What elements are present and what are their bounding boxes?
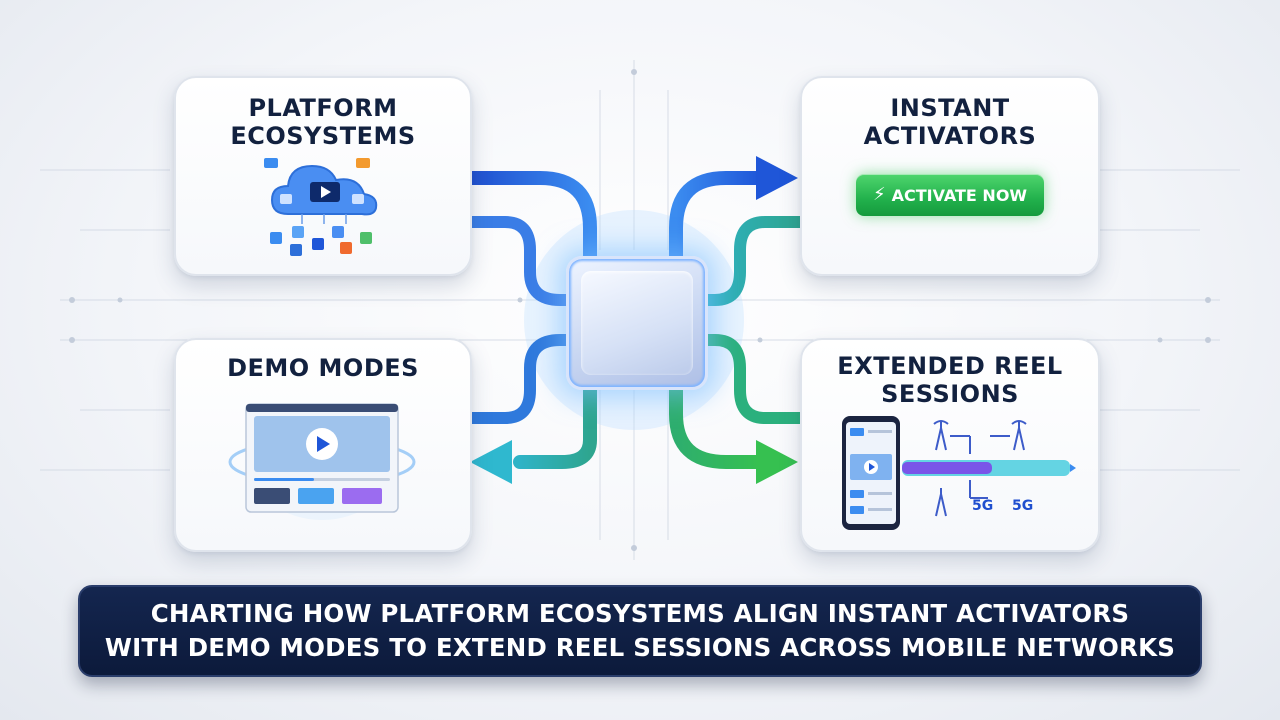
extended-reel-sessions-card: EXTENDED REEL SESSIONS 5G 5G xyxy=(800,338,1100,552)
arrowhead-extended xyxy=(756,440,798,484)
cloud-ecosystem-icon xyxy=(264,158,378,256)
platform-ecosystems-card: PLATFORM ECOSYSTEMS xyxy=(174,76,472,276)
caption-line-2: WITH DEMO MODES TO EXTEND REEL SESSIONS … xyxy=(104,633,1176,662)
mobile-network-illustration: 5G 5G xyxy=(842,416,1076,530)
flow-hub-to-demo-outer xyxy=(513,377,597,469)
lightning-bolt-icon: ⚡ xyxy=(872,184,886,205)
flow-platform-to-hub-outer xyxy=(463,171,597,263)
network-label-5g-1: 5G xyxy=(972,498,993,514)
flow-platform-to-hub-inner xyxy=(464,216,578,306)
network-label-5g-2: 5G xyxy=(1012,498,1033,514)
flow-hub-to-instant-outer xyxy=(669,171,767,263)
flow-hub-to-demo-inner xyxy=(464,334,578,424)
video-player-demo-icon xyxy=(228,403,416,520)
instant-activators-card: INSTANT ACTIVATORS ⚡ ACTIVATE NOW xyxy=(800,76,1100,276)
flow-hub-to-extended-outer xyxy=(669,377,767,469)
arrowhead-left xyxy=(470,440,512,484)
caption-line-1: CHARTING HOW PLATFORM ECOSYSTEMS ALIGN I… xyxy=(150,599,1130,628)
signal-tower-icon xyxy=(933,420,1027,517)
activate-now-label: ACTIVATE NOW xyxy=(891,185,1028,205)
grid-lines xyxy=(40,60,1240,560)
demo-modes-card: DEMO MODES xyxy=(174,338,472,552)
instant-activators-title: INSTANT ACTIVATORS xyxy=(863,94,1037,150)
arrowhead-instant xyxy=(756,156,798,200)
caption-banner: CHARTING HOW PLATFORM ECOSYSTEMS ALIGN I… xyxy=(78,585,1202,677)
central-hub xyxy=(566,256,708,390)
demo-modes-title: DEMO MODES xyxy=(227,354,419,382)
activate-now-button[interactable]: ⚡ ACTIVATE NOW xyxy=(856,174,1044,216)
hub-glass-panel xyxy=(581,271,693,375)
flow-hub-to-instant-inner xyxy=(694,216,806,306)
flow-hub-to-extended-inner xyxy=(694,334,806,424)
extended-reel-sessions-title: EXTENDED REEL SESSIONS xyxy=(837,352,1063,408)
platform-ecosystems-title: PLATFORM ECOSYSTEMS xyxy=(230,94,416,150)
grid-nodes xyxy=(69,69,1211,551)
